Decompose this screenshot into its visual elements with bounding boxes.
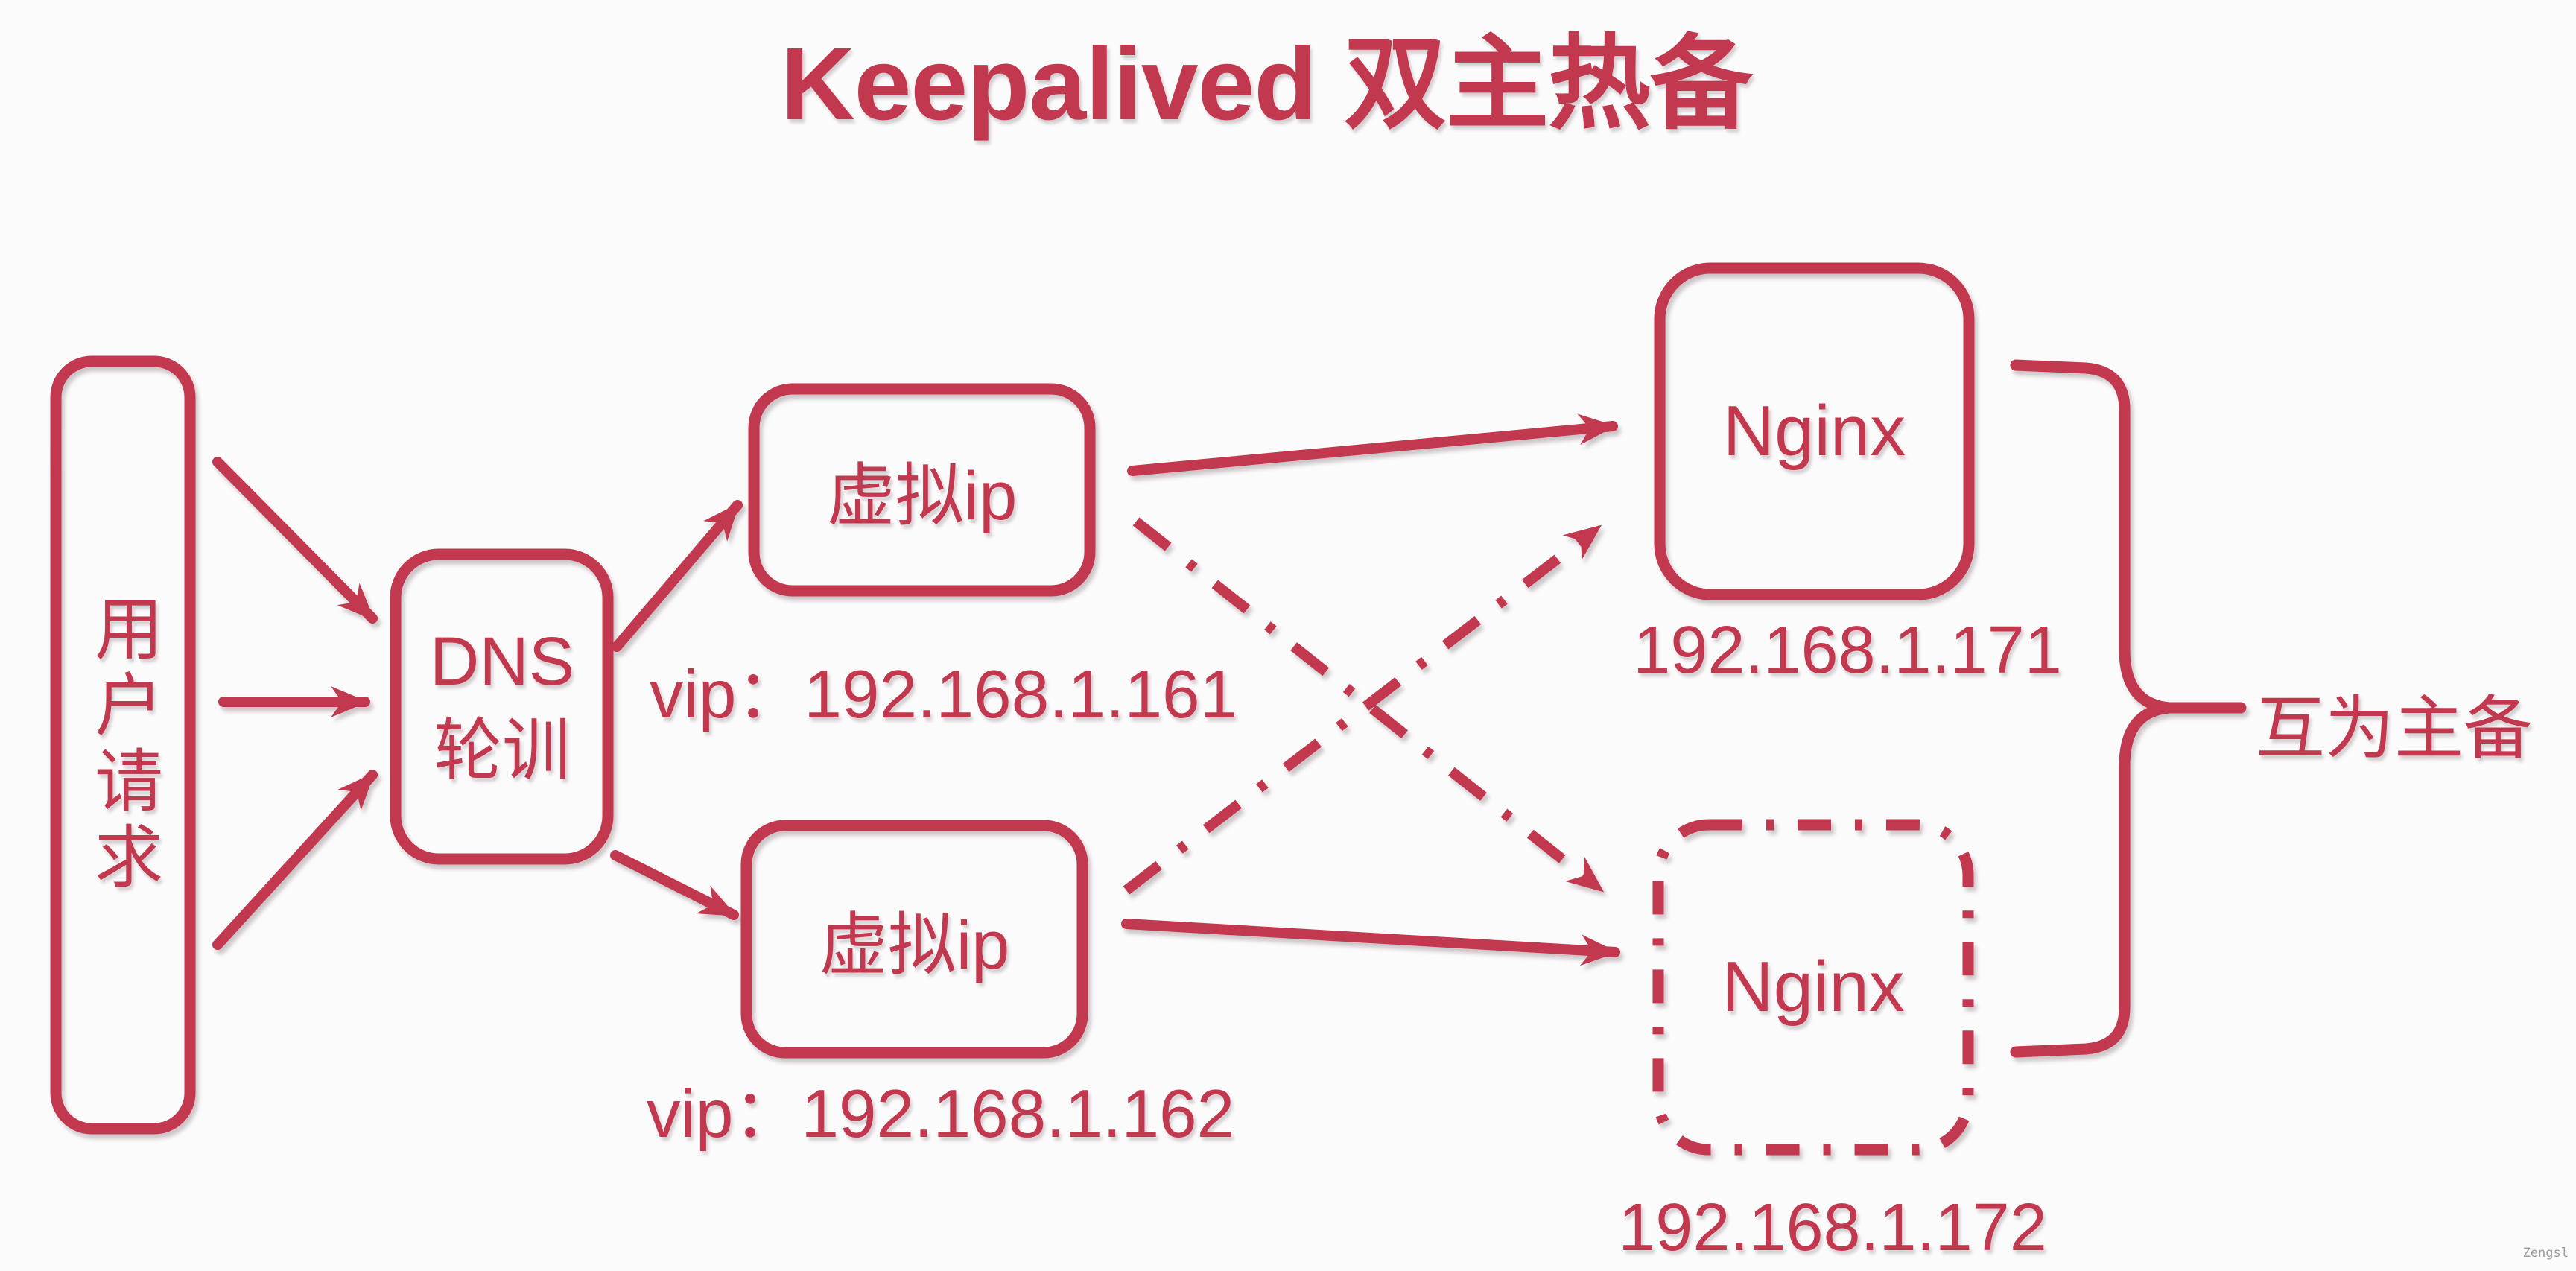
arrow-vip1-to-nginx1-solid	[1127, 413, 1618, 476]
watermark: Zengsl	[2522, 1246, 2569, 1261]
diagram-title: Keepalived 双主热备	[780, 27, 1753, 142]
user-request-label: 用户请求	[84, 593, 161, 897]
dns-label-line2: 轮训	[433, 712, 571, 789]
user-request-box	[50, 355, 196, 1135]
nginx-master-box	[1654, 262, 1975, 600]
arrow-user-to-dns-top	[212, 457, 378, 624]
arrow-vip2-to-nginx2-solid	[1121, 919, 1620, 966]
dns-label: DNS 轮训	[390, 549, 614, 864]
arrow-dns-to-vip-top	[612, 500, 743, 652]
brace	[2010, 359, 2170, 1058]
vip-address-bottom: vip：192.168.1.162	[647, 1077, 1235, 1152]
nginx-backup-box	[1652, 819, 1974, 1156]
virtual-ip-bottom-label: 虚拟ip	[819, 907, 1010, 983]
arrow-dns-to-vip-bottom	[610, 850, 739, 920]
brace-label: 互为主备	[2256, 690, 2533, 767]
vip-address-top: vip：192.168.1.161	[650, 657, 1238, 732]
nginx-backup-label: Nginx	[1722, 947, 1905, 1027]
virtual-ip-top-label: 虚拟ip	[826, 458, 1018, 534]
dns-label-line1: DNS	[429, 623, 575, 700]
nginx-master-ip: 192.168.1.171	[1633, 613, 2062, 688]
arrow-user-to-dns-bottom	[212, 770, 378, 950]
virtual-ip-top-box	[748, 383, 1096, 597]
nginx-backup-ip: 192.168.1.172	[1618, 1191, 2047, 1265]
nginx-master-label: Nginx	[1722, 391, 1906, 471]
virtual-ip-bottom-box	[740, 820, 1088, 1059]
dns-box	[390, 548, 614, 865]
